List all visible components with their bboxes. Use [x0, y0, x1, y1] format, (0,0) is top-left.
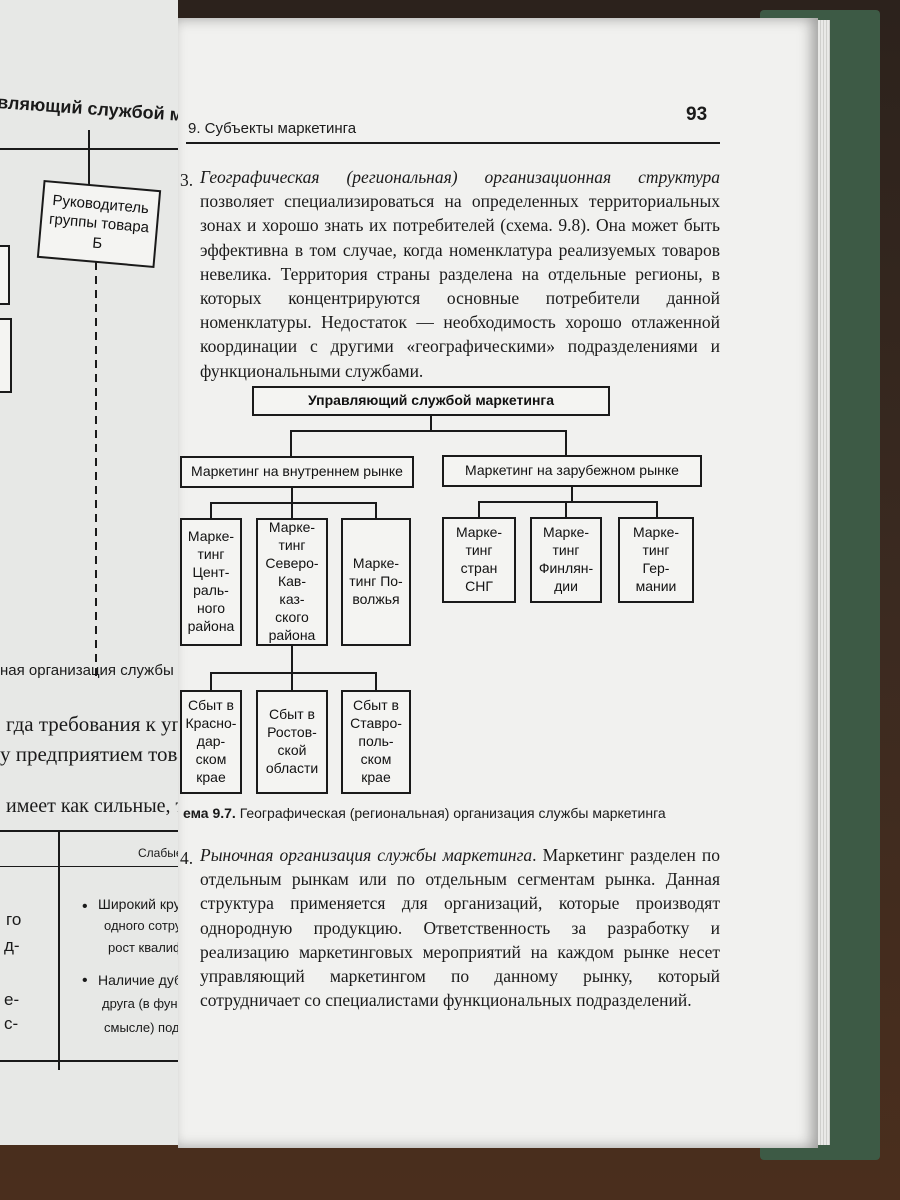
- left-table-header: Слабые стороны: [138, 846, 178, 860]
- left-v-line: [88, 130, 90, 190]
- left-table-header-line: [0, 866, 178, 867]
- section-3-lead: Географическая (региональная) организаци…: [200, 167, 720, 187]
- diagram-for-finland: Марке- тинг Финлян- дии: [530, 517, 602, 603]
- diagram-sales-stavropol: Сбыт в Ставро- поль- ском крае: [341, 690, 411, 794]
- left-box-product-b: Руководитель группы товара Б: [36, 180, 162, 268]
- diagram-dom-volga: Марке- тинг По- волжья: [341, 518, 411, 646]
- connector: [291, 488, 293, 502]
- diagram-root: Управляющий службой маркетинга: [252, 386, 610, 416]
- diagram-for-cis: Марке- тинг стран СНГ: [442, 517, 516, 603]
- left-edge-2: д-: [4, 936, 20, 955]
- left-line-3: имеет как сильные, так и слабые: [6, 795, 178, 817]
- left-caption: ная организация службы маркетинга: [0, 662, 178, 679]
- connector: [478, 501, 480, 517]
- left-dashed-line: [95, 262, 97, 682]
- connector: [565, 430, 567, 456]
- diagram-dom-north-caucasus: Марке- тинг Северо- Кав- каз- ского райо…: [256, 518, 328, 646]
- connector: [210, 502, 212, 518]
- section-3-number: 3.: [180, 170, 194, 190]
- connector: [375, 502, 377, 518]
- left-bullet-1-l2: одного сотрудника: [104, 918, 178, 933]
- connector: [291, 502, 293, 518]
- page-number: 93: [686, 104, 708, 125]
- section-4-paragraph: Рыночная организация службы маркетинга. …: [200, 843, 720, 1012]
- left-bullet-2-l1: Наличие дублирования: [98, 972, 178, 988]
- left-bullet-1-l3: рост квалификации: [108, 940, 178, 955]
- left-bullet-2-l2: друга (в функциональном: [102, 996, 178, 1011]
- diagram-sales-krasnodar: Сбыт в Красно- дар- ском крае: [180, 690, 242, 794]
- connector: [291, 672, 293, 690]
- left-bullet-1-l1: Широкий круг: [98, 896, 178, 912]
- connector: [565, 501, 567, 517]
- left-table-divider: [58, 830, 60, 1070]
- diagram-dom-central: Марке- тинг Цент- раль- ного района: [180, 518, 242, 646]
- connector: [571, 487, 573, 501]
- left-edge-4: с-: [4, 1014, 19, 1033]
- diagram-sales-rostov: Сбыт в Ростов- ской области: [256, 690, 328, 794]
- connector: [210, 672, 212, 690]
- left-page: вляющий службой маркетинга Руководитель …: [0, 0, 178, 1145]
- connector: [656, 501, 658, 517]
- diagram-domestic: Маркетинг на внутреннем рынке: [180, 456, 414, 488]
- left-line-2: у предприятием товару дать: [0, 742, 178, 766]
- caption-text: Географическая (региональная) организаци…: [239, 805, 666, 821]
- connector: [430, 416, 432, 430]
- connector: [290, 430, 292, 456]
- connector: [210, 672, 376, 674]
- section-3-paragraph: Географическая (региональная) организаци…: [200, 165, 720, 383]
- left-edge-3: е-: [4, 990, 20, 1009]
- section-4-text: . Маркетинг разделен по отдельным рынкам…: [200, 845, 720, 1011]
- connector: [290, 430, 566, 432]
- bullet-icon: •: [82, 898, 88, 915]
- left-heading: вляющий службой маркетинга: [0, 92, 178, 132]
- bullet-icon: •: [82, 972, 88, 989]
- section-3-text: позволяет специализироваться на определе…: [200, 191, 720, 381]
- header-rule: [186, 142, 720, 144]
- diagram-caption: ема 9.7. Географическая (региональная) о…: [183, 805, 666, 821]
- left-bullet-2-l3: смысле) подразделений: [104, 1020, 178, 1035]
- caption-label: ема 9.7.: [183, 805, 236, 821]
- section-4-lead: Рыночная организация службы маркетинга: [200, 845, 533, 865]
- left-table-top: [0, 830, 178, 832]
- left-partial-box-2: [0, 318, 12, 393]
- left-table-bottom: [0, 1060, 178, 1062]
- left-partial-box-1: [0, 245, 10, 305]
- left-line-1: гда требования к упаковке: [6, 712, 178, 736]
- connector: [478, 501, 658, 503]
- running-header: 9. Субъекты маркетинга: [188, 120, 357, 137]
- diagram-for-germany: Марке- тинг Гер- мании: [618, 517, 694, 603]
- section-4-number: 4.: [180, 848, 194, 868]
- connector: [291, 646, 293, 672]
- connector: [210, 502, 376, 504]
- left-edge-1: го: [6, 910, 22, 929]
- connector: [375, 672, 377, 690]
- diagram-foreign: Маркетинг на зарубежном рынке: [442, 455, 702, 487]
